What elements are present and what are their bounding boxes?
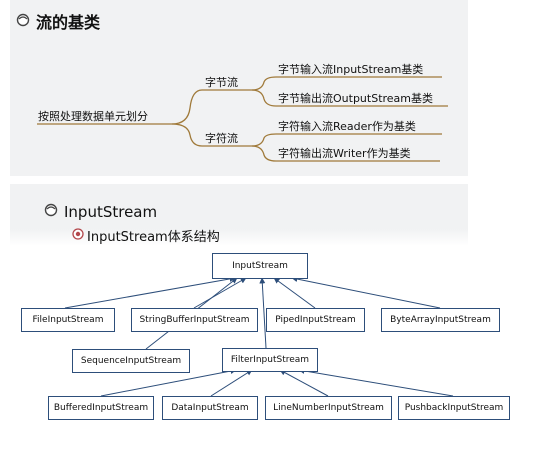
mindmap-leaf-input-stream: 字节输入流InputStream基类 bbox=[278, 63, 424, 76]
node-inputstream: InputStream bbox=[212, 253, 308, 279]
node-datainputstream: DataInputStream bbox=[162, 396, 258, 420]
node-filterinputstream: FilterInputStream bbox=[222, 348, 318, 372]
mindmap-branch-char: 字符流 bbox=[205, 132, 238, 145]
section1-heading: 流的基类 bbox=[16, 9, 100, 33]
node-linenumberinputstream: LineNumberInputStream bbox=[265, 396, 392, 420]
node-pipedinputstream: PipedInputStream bbox=[266, 308, 365, 332]
mindmap-leaf-reader: 字符输入流Reader作为基类 bbox=[278, 120, 416, 133]
mindmap-leaf-writer: 字符输出流Writer作为基类 bbox=[278, 147, 411, 160]
node-sequenceinputstream: SequenceInputStream bbox=[72, 349, 190, 373]
node-pushbackinputstream: PushbackInputStream bbox=[398, 396, 510, 420]
node-bytearrayinputstream: ByteArrayInputStream bbox=[381, 308, 500, 332]
base-classes-panel bbox=[10, 0, 468, 176]
mindmap-branch-byte: 字节流 bbox=[205, 76, 238, 89]
swirl-icon bbox=[44, 203, 58, 221]
swirl-icon bbox=[16, 12, 30, 31]
section2-heading: InputStream bbox=[44, 203, 157, 221]
node-bufferedinputstream: BufferedInputStream bbox=[48, 396, 154, 420]
section2-subheading: InputStream体系结构 bbox=[72, 226, 220, 245]
section2-title: InputStream bbox=[64, 203, 158, 221]
section2-subtitle: InputStream体系结构 bbox=[87, 230, 220, 245]
node-fileinputstream: FileInputStream bbox=[21, 308, 115, 332]
section1-title: 流的基类 bbox=[36, 13, 101, 32]
mindmap-root: 按照处理数据单元划分 bbox=[38, 110, 148, 123]
bullet-icon bbox=[72, 227, 84, 244]
node-stringbufferinputstream: StringBufferInputStream bbox=[131, 308, 258, 332]
mindmap-leaf-output-stream: 字节输出流OutputStream基类 bbox=[278, 92, 434, 105]
